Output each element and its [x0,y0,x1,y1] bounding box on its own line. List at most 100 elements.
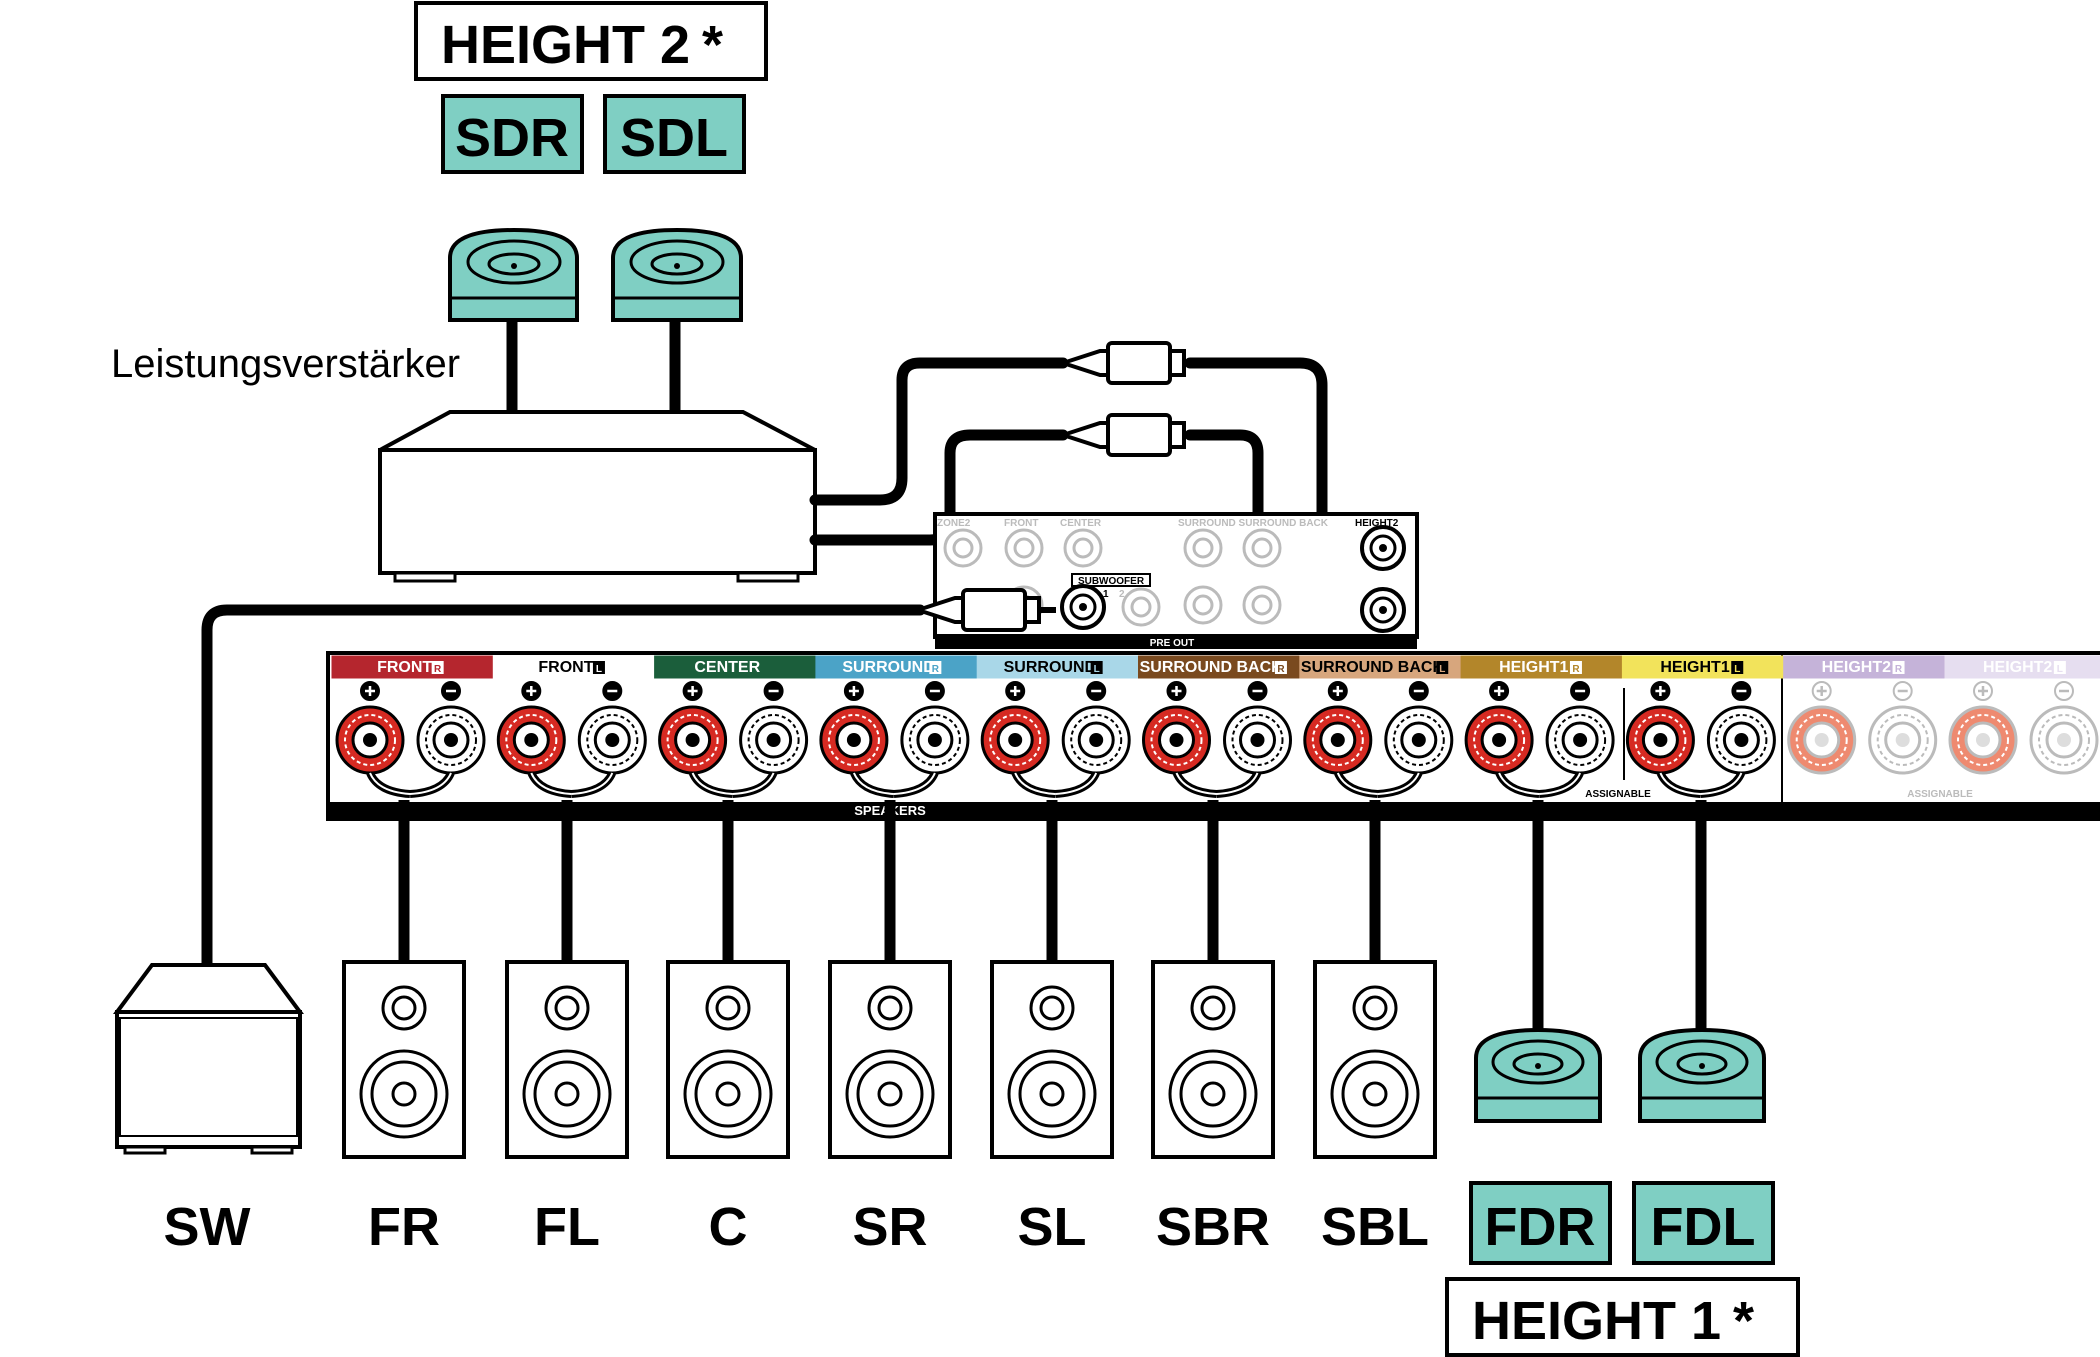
minus-terminal [2029,705,2099,775]
subwoofer-port-2-label: 2 [1119,589,1125,600]
preout-label-height2: HEIGHT2 [1355,518,1399,529]
height1-title: HEIGHT 1 [1472,1291,1721,1351]
sdr-speaker-icon [448,227,579,322]
speaker-terminal-panel: SPEAKERS ASSIGNABLE ASSIGNABLE FRONTRFRO… [326,651,2100,821]
channel-label: SURROUND [1004,659,1096,676]
subwoofer-jack-1 [1060,584,1106,630]
height2-group: HEIGHT 2 * SDR SDL [414,1,768,412]
height2-asterisk: * [702,15,723,75]
side-badge [2053,661,2066,674]
speaker-fr-icon [342,800,466,1159]
rca-plug-lower [1056,413,1198,457]
side-badge [1731,661,1744,674]
side-badge-text: R [1895,664,1903,675]
channel-label: HEIGHT2 [1822,659,1891,676]
plus-terminal [980,705,1050,775]
minus-terminal [577,705,647,775]
sdr-label-box [441,94,584,174]
channel-height1-l: HEIGHT1 L [1621,655,1785,798]
speaker-sl-icon [990,800,1114,1159]
preout-label-zone2: ZONE2 [937,518,971,529]
side-badge [1569,661,1582,674]
fdr-label: FDR [1485,1197,1596,1257]
assignable-label-height2: ASSIGNABLE [1907,789,1973,800]
sdl-label: SDL [620,108,728,168]
speaker-fl-icon [505,800,629,1159]
plus-terminal [1142,705,1211,775]
power-amplifier [378,410,817,583]
side-badge-text: R [1277,664,1285,675]
minus-terminal [900,705,970,775]
channel-label: HEIGHT1 [1660,659,1729,676]
label-sr: SR [852,1197,927,1257]
subwoofer-icon [113,963,304,1155]
side-badge [1436,661,1449,674]
preout-title: PRE OUT [1150,638,1194,649]
height1-title-box [1445,1277,1800,1357]
fdr-speaker-icon [1474,1027,1602,1123]
preout-label-center: CENTER [1060,518,1102,529]
side-badge [592,661,605,674]
channel-height2-l: HEIGHT2 L [1944,655,2100,775]
minus-terminal [416,705,486,775]
side-badge-text: L [1439,664,1445,675]
side-badge-text: R [1572,664,1580,675]
channel-center: CENTER [654,655,817,798]
side-badge-text: R [932,664,940,675]
fdl-label: FDL [1651,1197,1756,1257]
label-fr: FR [368,1197,440,1257]
plus-terminal [1464,705,1534,775]
side-badge-text: L [2057,664,2063,675]
plus-terminal [1948,705,2018,775]
fdl-speaker-icon [1638,1027,1766,1123]
plus-terminal [819,705,889,775]
side-badge [1892,661,1905,674]
preout-label-surround: SURROUND SURROUND BACK [1178,518,1329,529]
label-sbr: SBR [1156,1197,1270,1257]
side-badge-text: L [1094,664,1100,675]
plus-terminal [1625,705,1695,775]
minus-terminal [1061,705,1131,775]
channel-label: CENTER [694,659,760,676]
rca-plug-subwoofer [911,588,1056,632]
bottom-labels: SW FR FL C SR SL SBR SBL [164,1197,1430,1257]
side-badge-text: L [1734,664,1740,675]
height2-title-box [414,1,768,81]
plus-terminal [658,705,728,775]
speaker-sbl-icon [1313,800,1437,1159]
side-badge-text: R [434,664,442,675]
side-badge [431,661,444,674]
label-sl: SL [1017,1197,1086,1257]
channel-label: HEIGHT2 [1983,659,2052,676]
subwoofer-port-1-label: 1 [1103,589,1109,600]
minus-terminal [1868,705,1938,775]
minus-terminal [1223,705,1292,775]
height1-group: FDR FDL HEIGHT 1 * [1445,800,1800,1357]
channel-label: SURROUND [842,659,934,676]
label-sw: SW [164,1197,251,1257]
label-c: C [709,1197,748,1257]
minus-terminal [1706,705,1776,775]
channel-label: FRONT [538,659,593,676]
label-sbl: SBL [1321,1197,1429,1257]
plus-terminal [335,705,405,775]
side-badge [929,661,942,674]
height2-right-cable [809,357,1069,506]
plus-terminal [1303,705,1373,775]
height1-asterisk: * [1733,1291,1754,1351]
subwoofer-label: SUBWOOFER [1078,576,1145,587]
channel-label: SURROUND BACK [1301,659,1445,676]
height2-jack-r [1360,525,1406,571]
subwoofer-cable [201,604,926,971]
floor-speakers [342,800,1437,1159]
speaker-c-icon [666,800,790,1159]
preout-label-front: FRONT [1004,518,1038,529]
sdr-label: SDR [455,108,569,168]
amplifier-label: Leistungsverstärker [111,342,460,386]
channel-label: SURROUND BACK [1140,659,1284,676]
assignable-label-height1: ASSIGNABLE [1585,789,1651,800]
